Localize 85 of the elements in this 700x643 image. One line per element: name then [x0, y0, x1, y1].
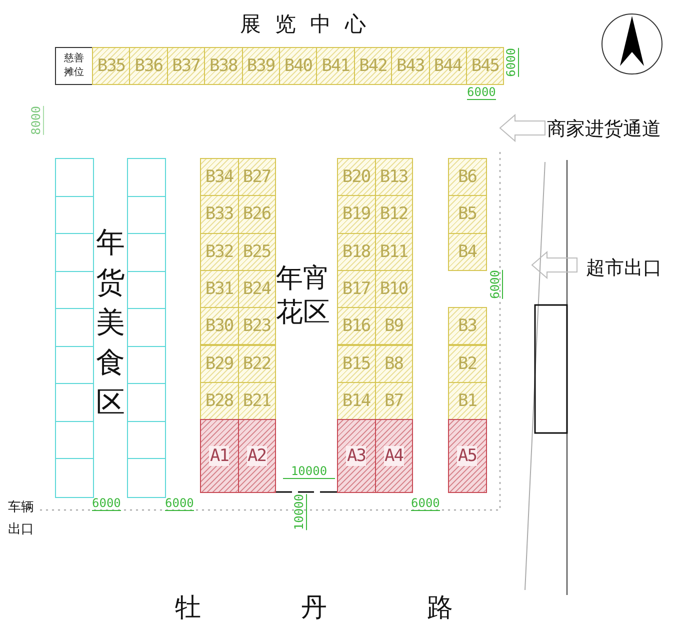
stall-box [55, 196, 94, 235]
booth-box: B18 [337, 232, 376, 271]
booth-box: B5 [448, 195, 486, 234]
dimension-label: 10000 [293, 494, 307, 530]
stall-box [55, 233, 94, 272]
booth-box: B4 [448, 232, 486, 271]
booth-box: B28 [200, 382, 238, 420]
booth-box: B38 [204, 47, 243, 85]
dimension-label: 8000 [30, 106, 44, 135]
booth-box: B37 [166, 47, 206, 85]
booth-box: B32 [200, 232, 238, 271]
booth-box: B21 [238, 382, 276, 420]
booth-box: B22 [238, 344, 276, 383]
booth-box: B42 [354, 47, 392, 85]
booth-box: B25 [238, 232, 276, 271]
booth-box: B35 [92, 47, 130, 85]
booth-box: B44 [428, 47, 467, 85]
booth-box: B15 [337, 344, 376, 383]
exit-label: 超市出口 [586, 256, 662, 281]
booth-box: B16 [337, 307, 376, 346]
stall-box [55, 346, 94, 385]
dimension-label: 6000 [92, 497, 121, 511]
title: 展览中心 [240, 11, 380, 38]
stall-box [127, 420, 166, 460]
booth-box: B11 [374, 232, 413, 271]
booth-box: B43 [391, 47, 430, 85]
booth-box: B7 [374, 382, 413, 420]
stall-box [127, 196, 166, 235]
passage-label: 商家进货通道 [547, 117, 661, 142]
stall-box [127, 158, 166, 198]
booth-box: B13 [374, 158, 413, 196]
booth-box: B27 [238, 158, 276, 196]
dimension-label: 6000 [467, 86, 496, 100]
charity-stall-box: 慈善摊位 [55, 47, 93, 85]
stall-box [127, 346, 166, 385]
booth-box: B23 [238, 307, 276, 346]
booth-box: B41 [316, 47, 355, 85]
dimension-label: 6000 [411, 497, 440, 511]
booth-box: A4 [374, 419, 413, 493]
booth-box: B30 [200, 307, 238, 346]
booth-box: B14 [337, 382, 376, 420]
stall-box [55, 308, 94, 348]
booth-box: B34 [200, 158, 238, 196]
zone-label: 年货美食区 [96, 224, 126, 421]
stall-box [55, 420, 94, 460]
dimension-label: 10000 [283, 465, 335, 479]
booth-box: B45 [466, 47, 504, 85]
booth-box: B20 [337, 158, 376, 196]
booth-box: A3 [337, 419, 376, 493]
booth-box: B29 [200, 344, 238, 383]
booth-box: B33 [200, 195, 238, 234]
stall-box [55, 270, 94, 310]
stall-box [127, 270, 166, 310]
booth-box: B17 [337, 270, 376, 308]
booth-box: A1 [200, 419, 238, 493]
booth-box: B31 [200, 270, 238, 308]
booth-box: B39 [242, 47, 280, 85]
booth-box: B40 [279, 47, 318, 85]
stall-box [127, 458, 166, 498]
stall-box [127, 233, 166, 272]
stall-box [55, 458, 94, 498]
stall-box [127, 383, 166, 422]
booth-box: B19 [337, 195, 376, 234]
dimension-label: 6000 [165, 497, 194, 511]
booth-box: B3 [448, 307, 486, 346]
road-label: 牡丹路 [175, 592, 553, 625]
booth-box: B2 [448, 344, 486, 383]
dimension-label: 6000 [505, 48, 519, 77]
stall-box [55, 158, 94, 198]
booth-box: B12 [374, 195, 413, 234]
booth-box: B9 [374, 307, 413, 346]
stall-box [127, 308, 166, 348]
booth-box: B36 [129, 47, 168, 85]
dimension-label: 6000 [489, 270, 503, 299]
booth-box: B8 [374, 344, 413, 383]
exit-label: 车辆出口 [8, 499, 35, 539]
booth-box: B26 [238, 195, 276, 234]
booth-box: B24 [238, 270, 276, 308]
booth-box: A5 [448, 419, 486, 493]
booth-box: B1 [448, 382, 486, 420]
booth-box: B6 [448, 158, 486, 196]
booth-box: A2 [238, 419, 276, 493]
zone-label: 年宵花区 [276, 262, 331, 330]
booth-box: B10 [374, 270, 413, 308]
stall-box [55, 383, 94, 422]
